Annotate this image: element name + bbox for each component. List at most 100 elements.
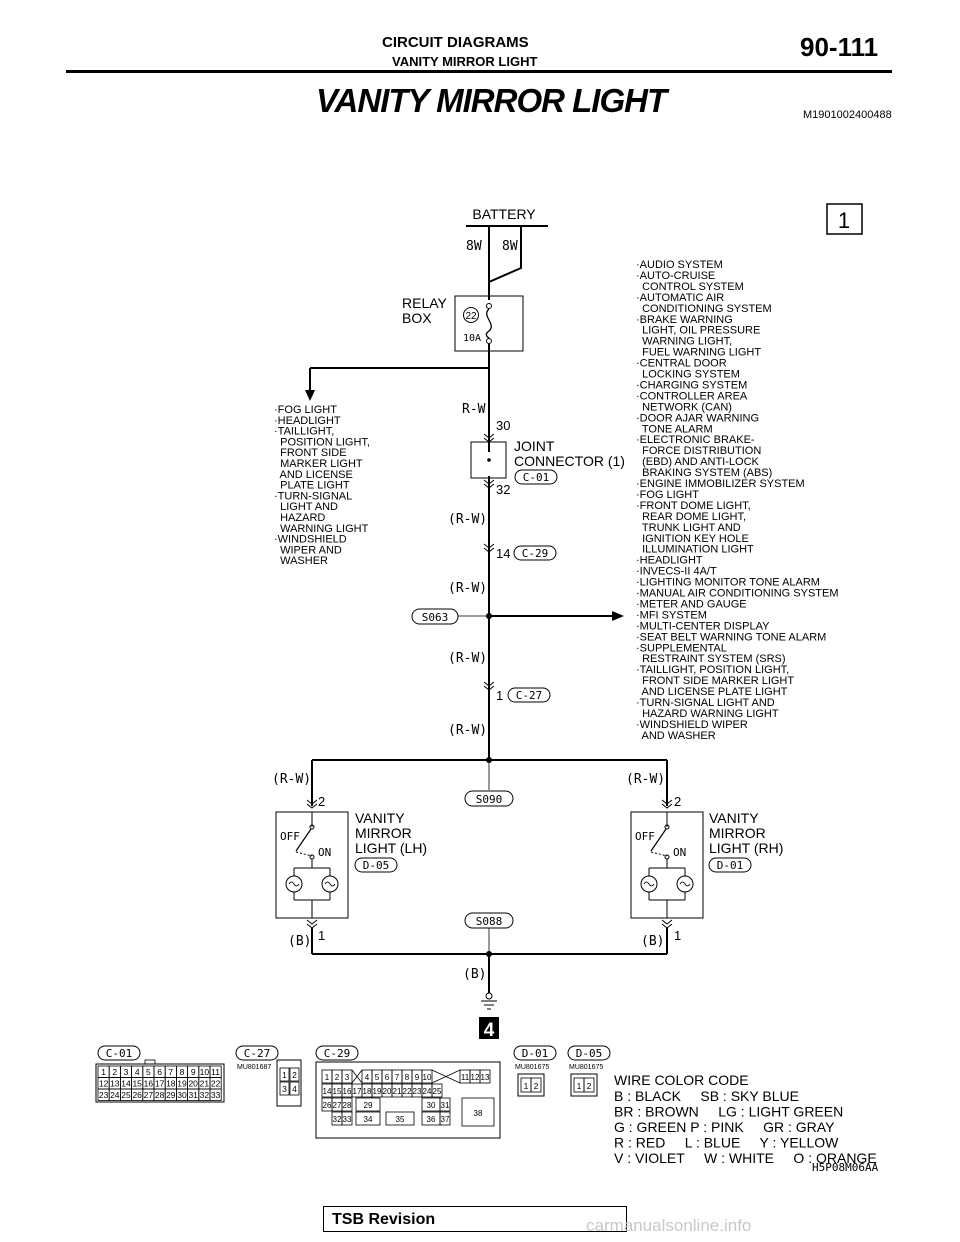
connector-pin-label: 6 bbox=[385, 1073, 390, 1082]
c27-pin: 1 bbox=[496, 688, 503, 703]
right-list-item: FUEL WARNING LIGHT bbox=[636, 347, 761, 359]
left-list-item: WARNING LIGHT bbox=[274, 523, 369, 535]
splice-s090: S090 bbox=[476, 793, 503, 806]
connector-pin-label: 33 bbox=[343, 1115, 352, 1124]
connector-pin-label: 1 bbox=[577, 1081, 582, 1091]
relay-box-label-1: RELAY bbox=[402, 295, 448, 311]
connector-housing bbox=[517, 1073, 545, 1097]
connector-pin-label: 13 bbox=[481, 1073, 490, 1082]
fuse-terminal-bottom bbox=[486, 338, 492, 344]
right-list-item: ·MULTI-CENTER DISPLAY bbox=[636, 620, 770, 632]
connector-pin-label: 36 bbox=[427, 1115, 436, 1124]
connector-pin-label: 31 bbox=[188, 1090, 198, 1100]
connector-pin-label: 35 bbox=[396, 1115, 405, 1124]
connector-pin-label: 9 bbox=[191, 1067, 196, 1077]
connector-cell bbox=[341, 1097, 353, 1112]
rh-switch-on: ON bbox=[673, 846, 686, 859]
battery-wire-left-color: 8W bbox=[466, 239, 482, 254]
rh-label-3: LIGHT (RH) bbox=[709, 840, 783, 856]
splice-s063-box bbox=[411, 608, 459, 625]
connector-pin-label: 28 bbox=[343, 1101, 352, 1110]
connector-pin-label: 2 bbox=[534, 1081, 539, 1091]
joint-code-box bbox=[514, 469, 558, 485]
rh-code: D-01 bbox=[717, 859, 744, 872]
right-list-item: HAZARD WARNING LIGHT bbox=[636, 708, 779, 720]
pin-chevron bbox=[483, 433, 495, 439]
d01-code: D-01 bbox=[522, 1047, 549, 1060]
connector-cell bbox=[209, 1088, 222, 1101]
right-list-item: ·FOG LIGHT bbox=[636, 489, 699, 501]
right-list-item: ·DOOR AJAR WARNING bbox=[636, 412, 759, 424]
right-list-item: ·METER AND GAUGE bbox=[636, 598, 747, 610]
connector-pin-label: 7 bbox=[168, 1067, 173, 1077]
c29-conn-code-box bbox=[315, 1045, 359, 1061]
connector-cell bbox=[583, 1077, 595, 1093]
right-list-item: ·FRONT DOME LIGHT, bbox=[636, 500, 751, 512]
connector-pin-label: 19 bbox=[177, 1079, 187, 1089]
header-rule bbox=[66, 70, 892, 73]
right-list-item: LOCKING SYSTEM bbox=[636, 369, 740, 381]
connector-cell bbox=[279, 1081, 290, 1096]
connector-cell bbox=[355, 1097, 381, 1112]
connector-pin-label: 5 bbox=[375, 1073, 380, 1082]
connector-pin-label: 30 bbox=[177, 1090, 187, 1100]
right-list-item: ·AUTOMATIC AIR bbox=[636, 292, 724, 304]
right-list-item: ·INVECS-II 4A/T bbox=[636, 566, 717, 578]
connector-pin-label: 21 bbox=[200, 1079, 210, 1089]
left-list-item: WASHER bbox=[274, 555, 328, 567]
connector-cell bbox=[479, 1069, 491, 1084]
section-title: CIRCUIT DIAGRAMS bbox=[382, 34, 529, 51]
connector-pin-label: 11 bbox=[211, 1067, 220, 1077]
lh-code: D-05 bbox=[363, 859, 390, 872]
left-circuit-list: ·FOG LIGHT·HEADLIGHT·TAILLIGHT, POSITION… bbox=[274, 404, 370, 567]
c29-conn-code: C-29 bbox=[324, 1047, 351, 1060]
connector-pin-label: 18 bbox=[166, 1079, 176, 1089]
right-list-item: AND LICENSE PLATE LIGHT bbox=[636, 686, 788, 698]
connector-pin-label: 32 bbox=[200, 1090, 210, 1100]
document-id: M1901002400488 bbox=[803, 109, 892, 121]
arrow-right-icon bbox=[612, 611, 624, 621]
connector-pin-label: 8 bbox=[405, 1073, 410, 1082]
wire-color-code-line: R : RED L : BLUE Y : YELLOW bbox=[614, 1135, 839, 1151]
connector-pin-label: 2 bbox=[112, 1067, 117, 1077]
c01-code-box bbox=[97, 1045, 141, 1061]
right-list-item: ·LIGHTING MONITOR TONE ALARM bbox=[636, 577, 820, 589]
blank-cell-icon bbox=[351, 1069, 363, 1084]
fuse-terminal-top bbox=[486, 303, 492, 309]
joint-code: C-01 bbox=[523, 471, 550, 484]
connector-pin-label: 12 bbox=[471, 1073, 480, 1082]
right-list-item: ILLUMINATION LIGHT bbox=[636, 544, 754, 556]
lh-ground-wire: (B) bbox=[288, 934, 311, 949]
left-list-item: HAZARD bbox=[274, 512, 325, 524]
connector-pin-label: 16 bbox=[144, 1079, 154, 1089]
connector-cell bbox=[355, 1111, 381, 1126]
right-list-item: ·ELECTRONIC BRAKE- bbox=[636, 434, 755, 446]
joint-pin-top: 30 bbox=[496, 418, 510, 433]
right-list-item: FORCE DISTRIBUTION bbox=[636, 445, 761, 457]
connector-pin-label: 37 bbox=[441, 1115, 450, 1124]
connector-pin-label: 19 bbox=[373, 1087, 382, 1096]
connector-pin-label: 14 bbox=[323, 1087, 332, 1096]
joint-dot bbox=[487, 458, 491, 462]
wire-color-code-line: V : VIOLET W : WHITE O : ORANGE bbox=[614, 1150, 877, 1166]
connector-pin-label: 11 bbox=[461, 1073, 470, 1082]
right-circuit-list: ·AUDIO SYSTEM·AUTO-CRUISE CONTROL SYSTEM… bbox=[636, 259, 839, 742]
c01-code: C-01 bbox=[106, 1047, 133, 1060]
tsb-revision-box: TSB Revision bbox=[323, 1206, 627, 1232]
splice-s088: S088 bbox=[476, 915, 503, 928]
ground-wire-color: (B) bbox=[463, 967, 486, 982]
connector-cell bbox=[530, 1077, 542, 1093]
connector-pin-label: 25 bbox=[121, 1090, 131, 1100]
joint-label-2: CONNECTOR (1) bbox=[514, 453, 625, 469]
connector-pin-label: 24 bbox=[110, 1090, 120, 1100]
sheet-number: 1 bbox=[838, 208, 850, 233]
connector-pin-label: 3 bbox=[282, 1084, 287, 1094]
connector-pin-label: 34 bbox=[364, 1115, 373, 1124]
c29-code: C-29 bbox=[522, 547, 549, 560]
right-list-item: ·MANUAL AIR CONDITIONING SYSTEM bbox=[636, 588, 839, 600]
left-list-item: LIGHT AND bbox=[274, 501, 338, 513]
splice-s063: S063 bbox=[422, 611, 449, 624]
d01-code-box bbox=[513, 1045, 557, 1061]
right-list-item: WARNING LIGHT, bbox=[636, 336, 732, 348]
